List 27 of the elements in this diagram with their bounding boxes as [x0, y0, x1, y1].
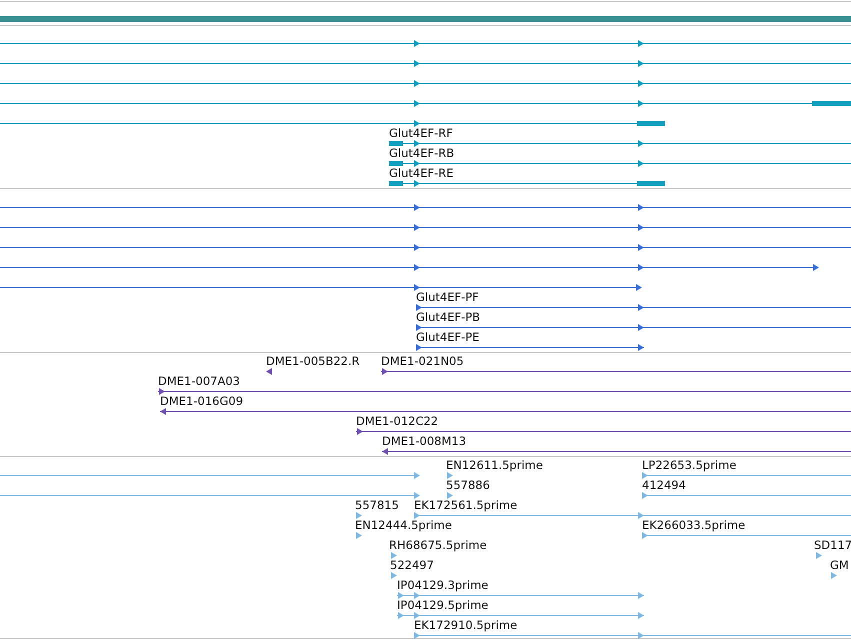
feature-label: Glut4EF-PE — [416, 330, 480, 344]
feature-label: EN12444.5prime — [355, 518, 452, 532]
feature-label: EK172910.5prime — [414, 618, 518, 632]
feature-label: GM — [830, 558, 849, 572]
feature-label: RH68675.5prime — [389, 538, 487, 552]
feature-label: DME1-008M13 — [382, 434, 466, 448]
feature-label: EK172561.5prime — [414, 498, 518, 512]
feature-label: Glut4EF-PF — [416, 290, 479, 304]
feature-label: IP04129.3prime — [397, 578, 488, 592]
feature-label: 412494 — [642, 478, 686, 492]
feature-label: DME1-005B22.R — [266, 354, 360, 368]
feature-label: SD117 — [814, 538, 851, 552]
feature-label: EK266033.5prime — [642, 518, 746, 532]
feature-label: EN12611.5prime — [446, 458, 543, 472]
feature-label: DME1-007A03 — [158, 374, 240, 388]
feature-label: Glut4EF-RB — [389, 146, 454, 160]
feature-label: Glut4EF-RF — [389, 126, 453, 140]
feature-label: DME1-012C22 — [356, 414, 438, 428]
feature-label: 522497 — [390, 558, 434, 572]
feature-label: IP04129.5prime — [397, 598, 488, 612]
feature-label: 557815 — [355, 498, 399, 512]
feature-label: Glut4EF-PB — [416, 310, 480, 324]
feature-label: LP22653.5prime — [642, 458, 736, 472]
feature-label: DME1-021N05 — [381, 354, 464, 368]
feature-label: Glut4EF-RE — [389, 166, 454, 180]
feature-label: 557886 — [446, 478, 490, 492]
feature-label: DME1-016G09 — [160, 394, 244, 408]
